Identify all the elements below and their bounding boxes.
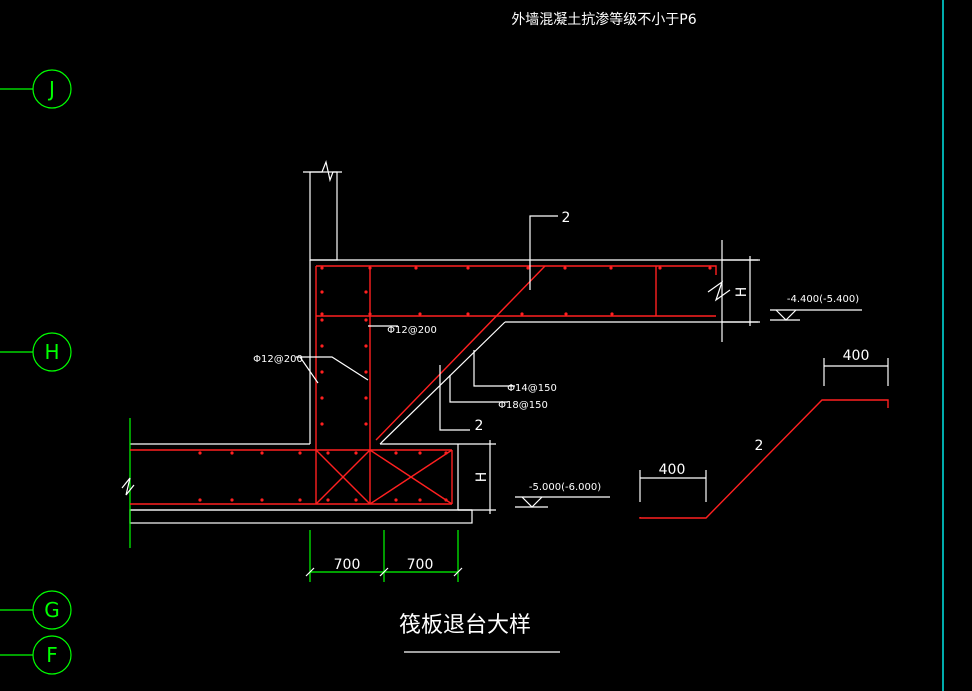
rebar-dot [320, 344, 324, 348]
rebar-label-wall-mid: Φ12@200 [387, 325, 437, 336]
rebar-dot [526, 266, 530, 270]
masonry-wall [303, 159, 342, 261]
rebar-dot [364, 344, 368, 348]
rebar-dot [198, 451, 202, 455]
header-note: 外墙混凝土抗渗等级不小于P6 [511, 11, 696, 28]
rebar-dot [320, 312, 324, 316]
rebar-dot [610, 312, 614, 316]
rebar-dot [658, 266, 662, 270]
rebar-dot [320, 422, 324, 426]
rebar-dot [364, 318, 368, 322]
rebar-dot [364, 396, 368, 400]
section-label-mid: 2 [475, 418, 484, 434]
rebar-label-wall-left: Φ12@200 [253, 354, 303, 365]
rebar-label-diag-2: Φ18@150 [498, 400, 548, 411]
rebar-dot [418, 498, 422, 502]
rebar-dot [418, 312, 422, 316]
rebar-dot [298, 498, 302, 502]
rebar-dot [394, 451, 398, 455]
rebar-dot [708, 266, 712, 270]
height-mark-upper: H [722, 256, 760, 326]
rebar-dot [364, 290, 368, 294]
rebar-dot [364, 422, 368, 426]
rebar-dot [320, 318, 324, 322]
elevation-lower-label: -5.000(-6.000) [529, 482, 601, 493]
grid-axis-g: G [0, 590, 72, 630]
elevation-upper: -4.400(-5.400) [770, 294, 862, 321]
grid-axis-g-label: G [44, 598, 60, 622]
rebar-dot [260, 498, 264, 502]
grid-axis-j: J [0, 69, 72, 109]
rebar-dot [320, 290, 324, 294]
dimension-detail-bottom: 400 [659, 462, 686, 478]
rebar-dot [368, 266, 372, 270]
rebar-dot [466, 312, 470, 316]
height-mark-upper-label: H [734, 287, 750, 298]
rebar-dot [520, 312, 524, 316]
rebar-dot [609, 266, 613, 270]
section-label-detail: 2 [755, 438, 764, 454]
grid-axis-h-label: H [44, 340, 59, 364]
height-mark-lower-label: H [474, 472, 490, 483]
rebar-dot [414, 266, 418, 270]
rebar-dot [230, 451, 234, 455]
dimension-detail-top: 400 [843, 348, 870, 364]
rebar-dot [230, 498, 234, 502]
rebar-dot [564, 312, 568, 316]
rebar-dot [260, 451, 264, 455]
rebar-dot [354, 451, 358, 455]
grid-axis-j-label: J [47, 77, 55, 101]
elevation-lower: -5.000(-6.000) [515, 482, 610, 508]
rebar-dot [563, 266, 567, 270]
dimension-bottom-left: 700 [334, 557, 361, 573]
drawing-title: 筏板退台大样 [399, 613, 531, 638]
grid-axis-f: F [0, 635, 72, 675]
rebar-dot [368, 312, 372, 316]
rebar-dot [320, 266, 324, 270]
height-mark-lower: H [458, 440, 496, 514]
leaders [296, 215, 558, 431]
rebar-dot [198, 498, 202, 502]
rebar-detail-2: 400 400 [639, 348, 889, 519]
rebar-dot [418, 451, 422, 455]
rebar-dot [354, 498, 358, 502]
rebar-dot [320, 370, 324, 374]
rebar-label-diag-1: Φ14@150 [507, 383, 557, 394]
dimension-bottom-right: 700 [407, 557, 434, 573]
section-label-top: 2 [562, 210, 571, 226]
rebar-dot [466, 266, 470, 270]
rebar-dot [444, 498, 448, 502]
rebar-dot [394, 498, 398, 502]
grid-axis-f-label: F [46, 643, 58, 667]
rebar-dot [444, 451, 448, 455]
rebar-dot [320, 396, 324, 400]
elevation-upper-label: -4.400(-5.400) [787, 294, 859, 305]
concrete-outline [121, 240, 758, 548]
dimension-bottom: 700 700 [305, 530, 463, 582]
grid-axis-h: H [0, 332, 72, 372]
rebar-dot [326, 498, 330, 502]
rebar-dot [364, 370, 368, 374]
rebar-dot [326, 451, 330, 455]
rebar-dot [298, 451, 302, 455]
rebar-group [130, 265, 717, 505]
